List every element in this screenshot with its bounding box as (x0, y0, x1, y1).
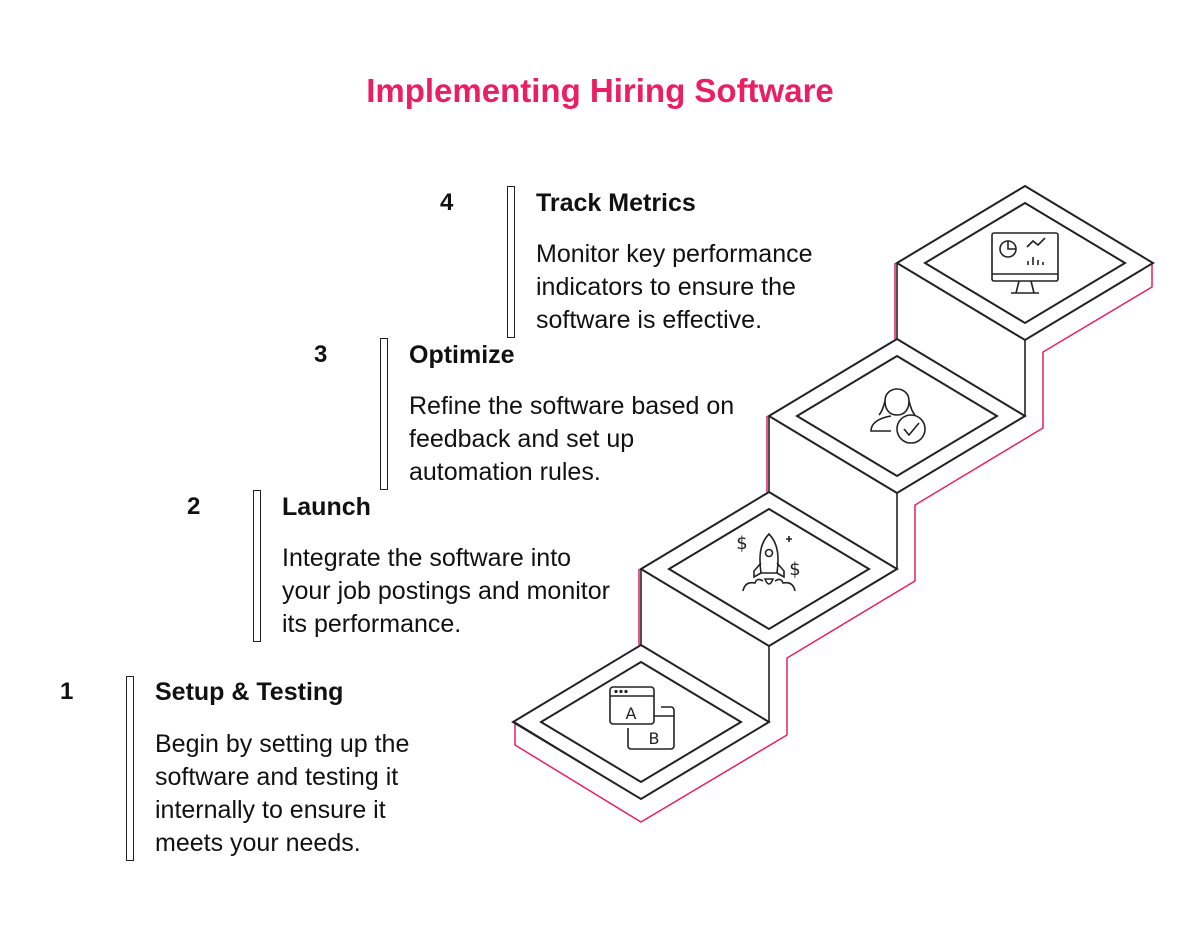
step-number: 2 (187, 493, 201, 520)
step-inner-face (539, 660, 743, 784)
monitor-chart-icon (991, 232, 1059, 294)
step-base-edge (514, 721, 642, 800)
step-inner-face (923, 201, 1127, 325)
step-title: Launch (282, 493, 371, 521)
step-top-face (767, 337, 1027, 495)
svg-text:A: A (626, 704, 637, 723)
step-divider (253, 490, 261, 642)
step-inner-face (667, 507, 871, 631)
step-description: Integrate the software into your job pos… (282, 544, 610, 638)
step-number: 4 (440, 189, 454, 216)
svg-text:$: $ (736, 533, 747, 554)
step-title: Track Metrics (536, 189, 696, 217)
step-inner-face (795, 354, 999, 478)
step-top-face (895, 184, 1155, 342)
step-title: Optimize (409, 341, 515, 369)
step-title: Setup & Testing (155, 678, 344, 706)
step-divider (380, 338, 388, 490)
step-top-face (511, 643, 771, 801)
svg-text:$: $ (789, 559, 800, 580)
user-check-icon (870, 388, 926, 444)
step-description: Begin by setting up the software and tes… (155, 730, 410, 857)
step-number: 1 (60, 678, 74, 705)
step-divider (507, 186, 515, 338)
step-number: 3 (314, 341, 328, 368)
svg-text:B: B (649, 729, 660, 748)
step-description: Monitor key performance indicators to en… (536, 240, 813, 334)
step-divider (126, 676, 134, 861)
ab-test-icon: A B (609, 686, 675, 750)
step-description: Refine the software based on feedback an… (409, 392, 735, 486)
rocket-icon: $ $ (736, 532, 801, 592)
step-top-face (639, 490, 899, 648)
stair-accent-outline (514, 263, 1153, 823)
page-title: Implementing Hiring Software (366, 72, 834, 109)
